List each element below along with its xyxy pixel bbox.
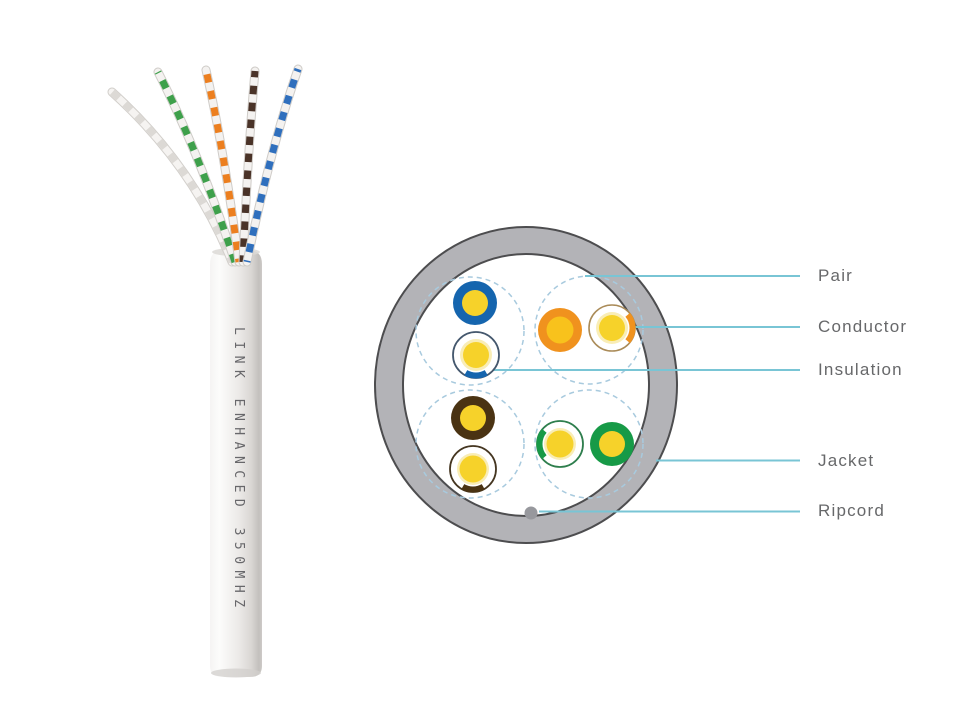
twisted-pair-blue: [242, 64, 303, 267]
conductor-orange-striped: [588, 304, 636, 352]
conductor-green-striped: [536, 420, 584, 468]
cross-section-diagram: [374, 226, 800, 544]
label-conductor: Conductor: [818, 317, 908, 336]
label-insulation: Insulation: [818, 360, 903, 379]
pair-circle-blue: [415, 276, 525, 386]
label-pair: Pair: [818, 266, 854, 285]
label-lines: [486, 275, 800, 513]
twisted-pair-brown: [238, 66, 260, 267]
jacket-ring-inner: [402, 253, 650, 517]
label-ripcord: Ripcord: [818, 501, 885, 520]
cable-jacket: [210, 250, 262, 677]
ripcord-dot: [524, 506, 538, 520]
pair-circle-brown: [415, 389, 525, 499]
conductor-blue-striped: [452, 331, 500, 379]
twisted-pair-orange: [201, 65, 244, 267]
cable-bottom-cap: [211, 668, 261, 678]
twisted-pair-white: [107, 87, 237, 267]
conductor-brown-solid: [451, 396, 495, 440]
label-jacket: Jacket: [818, 451, 875, 470]
conductor-blue-solid: [453, 281, 497, 325]
cable-photo: [107, 64, 303, 678]
conductor-orange-solid: [538, 308, 582, 352]
conductor-green-solid: [590, 422, 634, 466]
twisted-pair-green: [153, 67, 240, 267]
conductor-brown-striped: [449, 445, 497, 493]
cable-jacket-print: LINK ENHANCED 350MHZ: [231, 327, 246, 614]
pair-circle-green: [534, 389, 644, 499]
